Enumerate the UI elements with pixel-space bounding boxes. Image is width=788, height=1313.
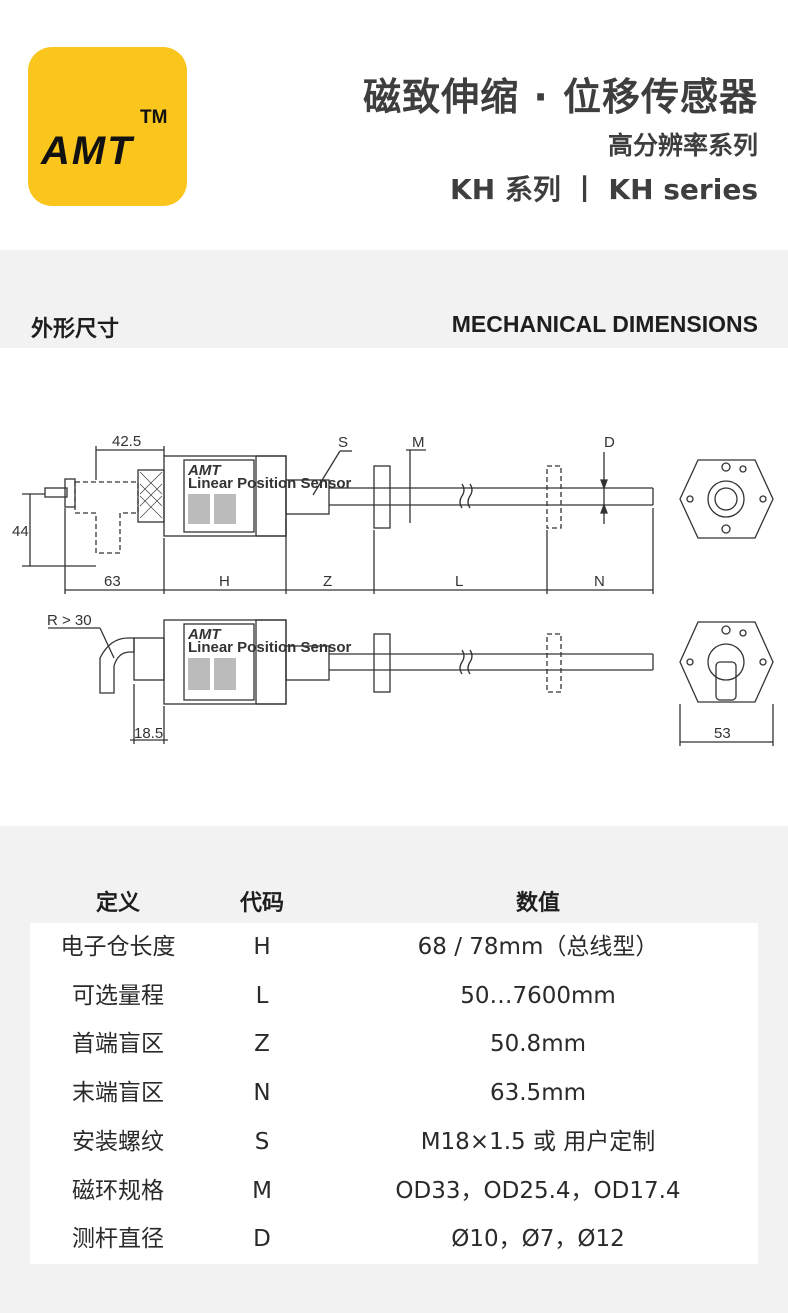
dim-s: S <box>338 434 348 451</box>
row-value: OD33，OD25.4，OD17.4 <box>395 1177 681 1204</box>
amt-logo: AMT TM <box>28 47 187 206</box>
table-row: 可选量程 L 50…7600mm <box>30 972 758 1021</box>
dim-53: 53 <box>714 725 731 742</box>
row-definition: 电子仓长度 <box>60 934 176 960</box>
amt-logo-mark: AMT TM <box>40 107 167 173</box>
dim-n: N <box>594 573 605 590</box>
dim-l: L <box>455 573 463 590</box>
row-value: 50…7600mm <box>460 982 616 1009</box>
row-code: L <box>255 982 269 1009</box>
mounting-thread-2 <box>285 645 330 681</box>
table-row: 磁环规格 M OD33，OD25.4，OD17.4 <box>30 1167 758 1216</box>
dim-d: D <box>604 434 615 451</box>
housing-product-2: Linear Position Sensor <box>188 639 352 656</box>
dim-m: M <box>412 434 425 451</box>
row-code: N <box>253 1080 271 1107</box>
dim-18-5: 18.5 <box>134 725 163 742</box>
row-definition: 可选量程 <box>72 982 164 1009</box>
housing-label-panel <box>183 459 255 533</box>
page-title: 磁致伸缩 · 位移传感器 <box>363 75 758 119</box>
end-view-connector <box>707 480 745 518</box>
housing-product: Linear Position Sensor <box>188 475 352 492</box>
housing-brand-2: AMT <box>187 626 222 643</box>
cable-stub <box>44 487 68 498</box>
section-title-en: MECHANICAL DIMENSIONS <box>451 311 758 337</box>
dim-42-5: 42.5 <box>112 433 141 450</box>
dimension-drawing-svg: AMT Linear Position Sensor AMT Linear Po… <box>12 433 774 746</box>
row-code: M <box>252 1177 272 1204</box>
table-row: 电子仓长度 H 68 / 78mm（总线型） <box>30 923 758 972</box>
header-definition: 定义 <box>95 891 140 916</box>
row-value: M18×1.5 或 用户定制 <box>420 1128 656 1155</box>
mounting-thread <box>285 479 330 515</box>
housing-label-panel-2 <box>183 623 255 701</box>
elbow-nut <box>133 637 165 681</box>
end-view-hex-2 <box>679 621 774 703</box>
section-band <box>0 250 788 348</box>
header-code: 代码 <box>239 891 284 916</box>
header: AMT TM 磁致伸缩 · 位移传感器 高分辨率系列 KH 系列 丨 KH se… <box>0 0 788 250</box>
section-title-cn: 外形尺寸 <box>31 317 120 342</box>
page-subtitle: 高分辨率系列 <box>607 131 758 160</box>
connector-knurl <box>137 469 165 523</box>
table-row: 末端盲区 N 63.5mm <box>30 1069 758 1118</box>
logo-trademark: TM <box>140 107 167 128</box>
header-value: 数值 <box>515 891 560 916</box>
magnet-ring-end <box>546 465 562 529</box>
connector-body-outline <box>74 481 139 554</box>
spec-table-header: 定义 代码 数值 <box>30 877 758 923</box>
housing-flange <box>255 455 287 537</box>
row-value: Ø10，Ø7，Ø12 <box>451 1226 625 1253</box>
table-row: 测杆直径 D Ø10，Ø7，Ø12 <box>30 1215 758 1264</box>
mechanical-drawing: AMT Linear Position Sensor AMT Linear Po… <box>0 348 788 826</box>
row-definition: 测杆直径 <box>72 1226 164 1253</box>
row-value: 50.8mm <box>489 1031 587 1058</box>
row-definition: 首端盲区 <box>72 1031 164 1058</box>
row-definition: 磁环规格 <box>72 1177 164 1204</box>
row-definition: 安装螺纹 <box>72 1128 164 1155</box>
end-view-hex <box>679 459 774 539</box>
table-row: 首端盲区 Z 50.8mm <box>30 1020 758 1069</box>
dim-44: 44 <box>12 523 29 540</box>
housing-brand: AMT <box>187 462 222 479</box>
row-code: S <box>254 1128 270 1155</box>
magnet-ring-2 <box>373 633 391 693</box>
series-label: KH 系列 丨 KH series <box>450 173 758 206</box>
dim-z: Z <box>323 573 332 590</box>
dim-r: R > 30 <box>47 612 92 629</box>
logo-wordmark: AMT <box>40 129 135 173</box>
row-code: Z <box>254 1031 270 1058</box>
row-definition: 末端盲区 <box>72 1080 164 1107</box>
row-value: 68 / 78mm（总线型） <box>417 934 659 960</box>
dim-h: H <box>219 573 230 590</box>
row-value: 63.5mm <box>489 1080 587 1107</box>
row-code: D <box>253 1226 271 1253</box>
spec-table: 电子仓长度 H 68 / 78mm（总线型） 可选量程 L 50…7600mm … <box>30 923 758 1264</box>
row-code: H <box>253 934 271 960</box>
magnet-ring <box>373 465 391 529</box>
elbow-connector <box>99 637 135 694</box>
table-row: 安装螺纹 S M18×1.5 或 用户定制 <box>30 1118 758 1167</box>
dim-63: 63 <box>104 573 121 590</box>
